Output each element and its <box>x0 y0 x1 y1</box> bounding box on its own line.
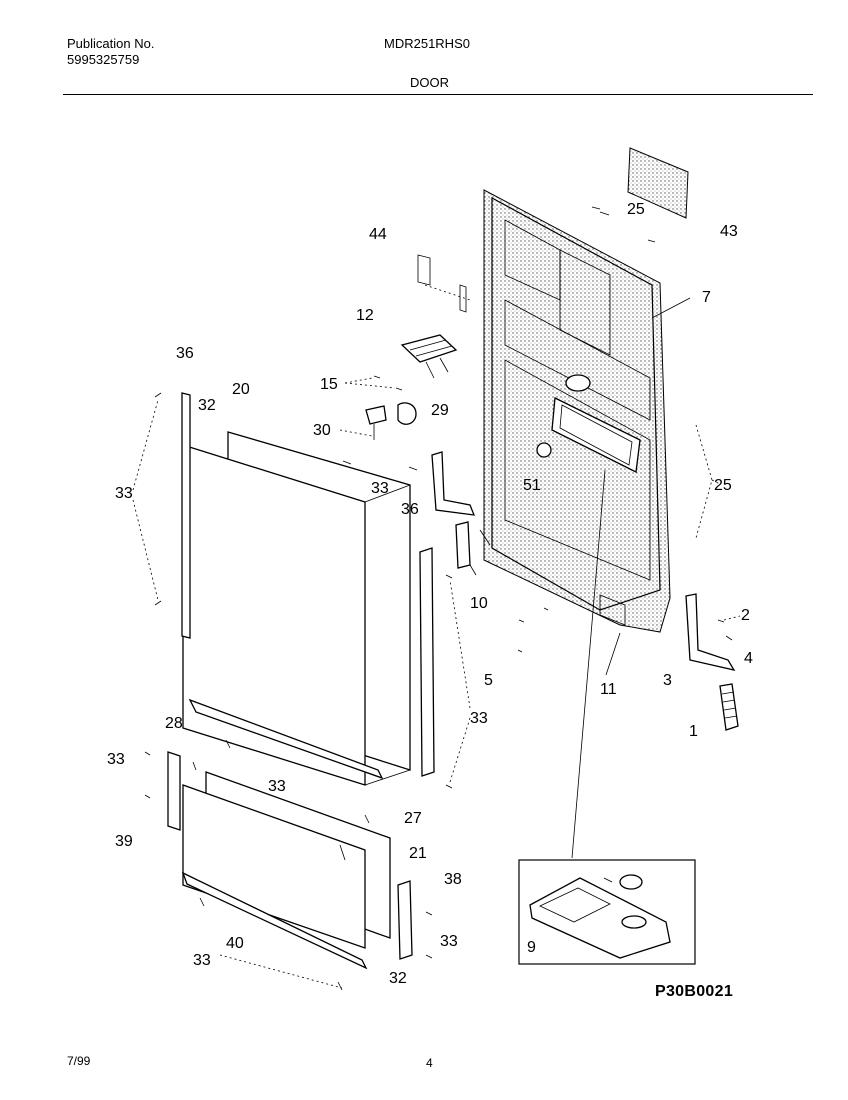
callout-36-left: 36 <box>176 345 194 362</box>
callout-2: 2 <box>741 607 750 624</box>
callout-21: 21 <box>409 845 427 862</box>
callout-51: 51 <box>523 477 541 494</box>
callout-33-bottom-left: 33 <box>193 952 211 969</box>
callout-43: 43 <box>720 223 738 240</box>
latch-parts <box>339 402 417 440</box>
callout-36-right: 36 <box>401 501 419 518</box>
callout-32-top: 32 <box>198 397 216 414</box>
callout-25-top: 25 <box>627 201 645 218</box>
callout-11: 11 <box>600 681 617 698</box>
callout-7: 7 <box>702 289 711 306</box>
callout-33-left: 33 <box>115 485 133 502</box>
section-title: DOOR <box>410 75 449 90</box>
callout-9: 9 <box>527 939 536 956</box>
footer-page: 4 <box>426 1056 433 1070</box>
header-rule <box>63 94 813 95</box>
callout-33-center: 33 <box>371 480 389 497</box>
callout-12: 12 <box>356 307 374 324</box>
bottom-rail <box>181 871 368 970</box>
side-trim-left <box>181 392 191 639</box>
inner-door-liner <box>483 189 671 633</box>
callout-44: 44 <box>369 226 387 243</box>
dispenser-detail-box <box>518 859 696 965</box>
toe-kick-rail <box>188 698 384 780</box>
bracket-44 <box>417 254 471 313</box>
door-switch <box>400 334 458 379</box>
callout-15: 15 <box>320 376 338 393</box>
model-number: MDR251RHS0 <box>384 36 470 51</box>
publication-label: Publication No. <box>67 36 155 51</box>
lower-side-trim-right <box>397 880 413 960</box>
callout-33-lower-center: 33 <box>268 778 286 795</box>
callout-5: 5 <box>484 672 493 689</box>
callout-39: 39 <box>115 833 133 850</box>
callout-3: 3 <box>663 672 672 689</box>
callout-40: 40 <box>226 935 244 952</box>
lower-panel-front <box>182 784 366 949</box>
hinge-arm-left <box>431 451 491 576</box>
callout-4: 4 <box>744 650 753 667</box>
vent-panel <box>591 147 689 243</box>
diagram-code: P30B0021 <box>655 983 734 1000</box>
callout-27: 27 <box>404 810 422 827</box>
callout-10: 10 <box>470 595 488 612</box>
callout-25-right: 25 <box>714 477 732 494</box>
hinge-spring <box>719 683 739 731</box>
callout-1: 1 <box>689 723 698 740</box>
lower-side-trim-left <box>167 751 181 831</box>
callout-28: 28 <box>165 715 183 732</box>
hinge-right <box>685 593 741 671</box>
callout-38: 38 <box>444 871 462 888</box>
callout-33-right: 33 <box>470 710 488 727</box>
publication-number: 5995325759 <box>67 52 140 67</box>
callout-29: 29 <box>431 402 449 419</box>
footer-date: 7/99 <box>67 1054 91 1068</box>
detergent-dispenser <box>529 874 671 959</box>
callout-30: 30 <box>313 422 331 439</box>
callout-33-lower-left: 33 <box>107 751 125 768</box>
callout-32-bottom: 32 <box>389 970 407 987</box>
callout-33-bottom-right: 33 <box>440 933 458 950</box>
callout-20: 20 <box>232 381 250 398</box>
side-trim-right <box>419 547 435 777</box>
